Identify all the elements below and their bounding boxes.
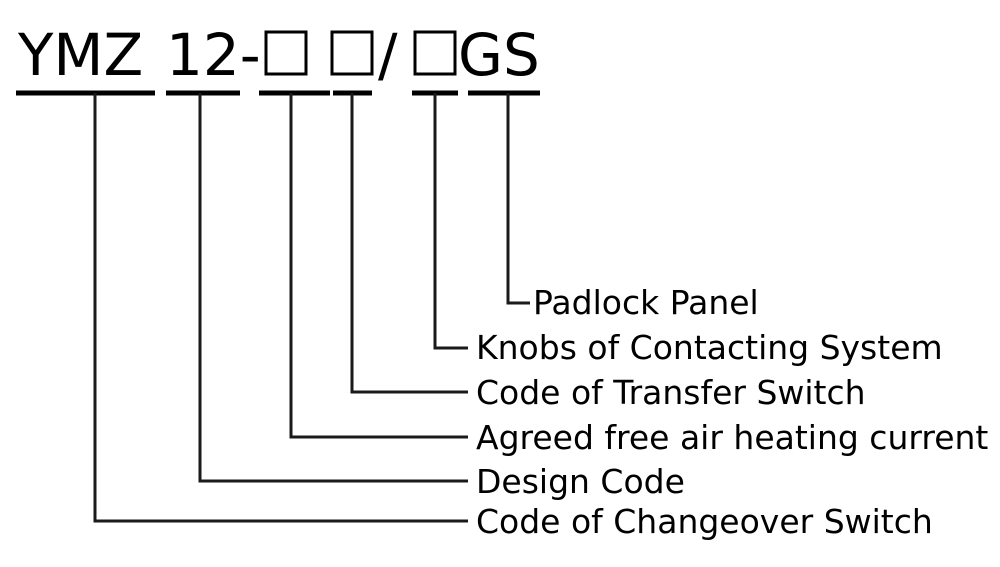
model-part-prefix: YMZ [17,21,143,89]
callout-label-agreed-free-air-heating-current: Agreed free air heating current [476,418,988,457]
model-part-suffix: GS [458,21,540,89]
leader-knobs-contacting-system [433,93,468,350]
model-box-heating-current [264,30,308,76]
callout-label-knobs-contacting-system: Knobs of Contacting System [476,328,943,367]
leader-code-changeover-switch [93,93,468,523]
model-part-design: 12- [166,21,261,89]
callout-label-code-transfer-switch: Code of Transfer Switch [476,373,866,412]
model-box-transfer-switch [330,30,374,76]
leader-padlock-panel [506,93,530,305]
leader-code-transfer-switch [350,93,468,394]
callout-label-padlock-panel: Padlock Panel [533,283,759,322]
leader-design-code [198,93,468,483]
callout-label-design-code: Design Code [476,462,685,501]
model-part-slash: / [378,21,398,89]
model-box-knobs [413,30,457,76]
callout-label-code-changeover-switch: Code of Changeover Switch [476,502,933,541]
leader-agreed-free-air-heating-current [289,93,468,439]
